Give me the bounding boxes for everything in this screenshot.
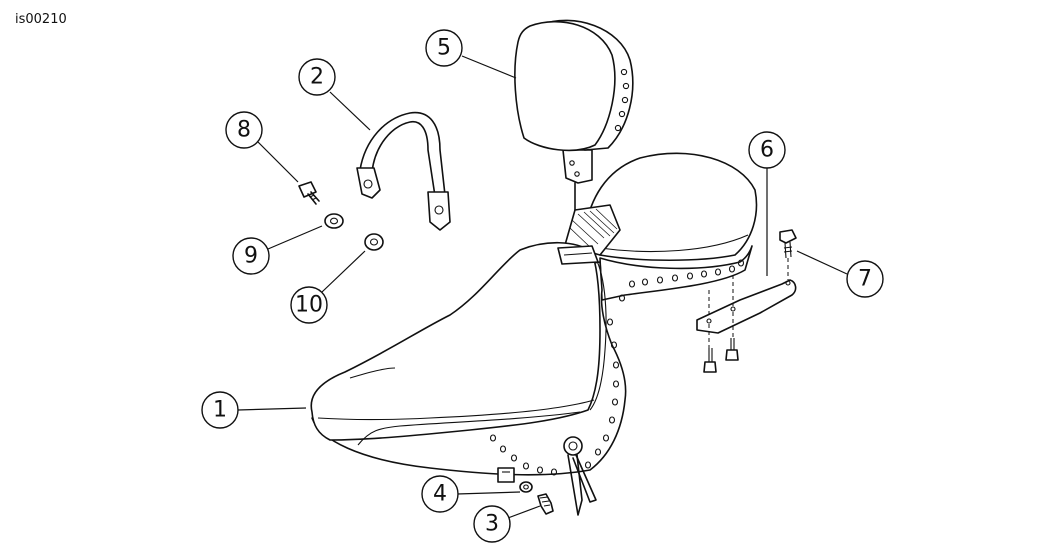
callout-1-label: 1	[213, 398, 227, 423]
backrest-pad	[514, 19, 634, 252]
callout-10	[290, 286, 328, 324]
grab-strap	[356, 111, 451, 231]
callout-7-label: 7	[858, 267, 872, 292]
rear-mount-bracket	[696, 258, 797, 352]
spacer-washer	[364, 233, 384, 251]
rear-bolt	[779, 229, 797, 259]
callout-2-label: 2	[310, 65, 324, 90]
bracket-bolts	[703, 338, 739, 373]
callout-9	[232, 237, 270, 275]
figure-id-label: is00210	[15, 12, 67, 27]
strap-screw	[298, 181, 320, 205]
front-bolt	[537, 493, 554, 515]
callout-4	[421, 475, 459, 513]
callout-4-label: 4	[433, 482, 447, 507]
callout-8-label: 8	[237, 118, 251, 143]
flat-washer	[324, 213, 344, 229]
callout-7	[846, 260, 884, 298]
callout-2	[298, 58, 336, 96]
callout-10-label: 10	[295, 293, 323, 318]
callout-3-label: 3	[485, 512, 499, 537]
callouts: 1 2 3 4 5 6 7 8 9 10	[201, 29, 884, 543]
seat-assembly	[310, 152, 758, 516]
callout-3	[473, 505, 511, 543]
callout-6-label: 6	[760, 138, 774, 163]
callout-8	[225, 111, 263, 149]
callout-5	[425, 29, 463, 67]
callout-6	[748, 131, 786, 169]
callout-5-label: 5	[437, 36, 451, 61]
callout-9-label: 9	[244, 244, 258, 269]
callout-1	[201, 391, 239, 429]
front-nut	[519, 481, 533, 493]
